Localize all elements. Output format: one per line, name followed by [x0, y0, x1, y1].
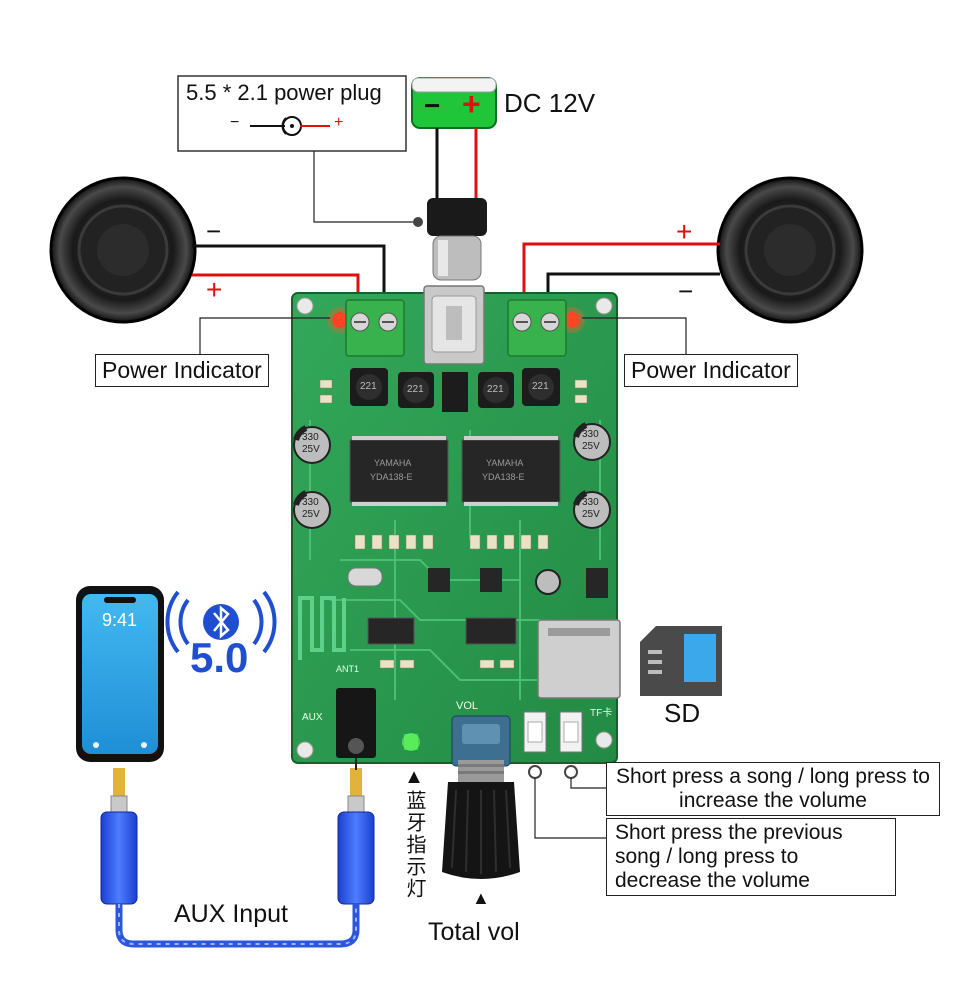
plug-leader-line [313, 151, 418, 223]
battery-minus: − [424, 90, 441, 121]
right-speaker-minus: − [678, 276, 694, 306]
inductor-1-label: 221 [360, 381, 377, 392]
bluetooth-version: 5.0 [190, 634, 249, 681]
dc-battery [411, 77, 497, 129]
left-speaker [49, 176, 197, 324]
chip-right-model: YDA138-E [482, 472, 525, 482]
prev-button-description: Short press the previous song / long pre… [606, 818, 896, 896]
next-button-dot [564, 765, 578, 779]
inductor-2-label: 221 [407, 384, 424, 395]
right-power-led [564, 312, 580, 328]
amplifier-board [291, 292, 621, 764]
plug-leader-dot [413, 217, 423, 227]
right-indicator-leader [582, 317, 687, 354]
smartphone [76, 586, 164, 762]
inductor-4-label: 221 [532, 381, 549, 392]
left-speaker-minus: − [206, 216, 222, 246]
total-vol-arrow: ▲ [472, 888, 490, 908]
chip-right-brand: YAMAHA [486, 458, 524, 468]
right-speaker [716, 176, 864, 324]
cap-left-top-value: 330 [302, 432, 319, 443]
antenna-label: ANT1 [336, 664, 360, 674]
cap-left-bottom-volt: 25V [302, 509, 320, 520]
next-button-description: Short press a song / long press to incre… [606, 762, 940, 816]
tf-silkscreen: TF卡 [590, 708, 613, 719]
cap-right-top-volt: 25V [582, 441, 600, 452]
next-button-leader [570, 778, 606, 789]
right-speaker-terminal [507, 299, 567, 357]
aux-silkscreen: AUX [302, 712, 323, 723]
bluetooth-icon [165, 590, 277, 654]
sd-label: SD [664, 698, 701, 728]
cap-right-bottom-volt: 25V [582, 509, 600, 520]
aux-cable [100, 768, 375, 948]
cap-left-bottom-value: 330 [302, 497, 319, 508]
bluetooth-indicator-label: ▲蓝牙指示灯 [403, 766, 425, 900]
left-speaker-plus: + [206, 274, 223, 305]
dc-voltage-label: DC 12V [504, 88, 596, 118]
right-power-indicator-label: Power Indicator [624, 354, 798, 387]
volume-knob [442, 715, 520, 879]
cap-right-top-value: 330 [582, 429, 599, 440]
prev-button-leader [534, 778, 606, 839]
prev-button-dot [528, 765, 542, 779]
cap-left-top-volt: 25V [302, 444, 320, 455]
vol-silkscreen: VOL [456, 700, 479, 712]
board-dc-jack [423, 285, 485, 365]
phone-clock: 9:41 [102, 610, 138, 630]
total-vol-label: Total vol [428, 918, 520, 946]
power-plug-minus: − [230, 114, 240, 131]
dc-barrel-connector [427, 198, 487, 281]
cap-right-bottom-value: 330 [582, 497, 599, 508]
left-indicator-leader [199, 317, 330, 354]
inductor-3-label: 221 [487, 384, 504, 395]
aux-input-label: AUX Input [174, 900, 288, 928]
left-speaker-terminal [345, 299, 405, 357]
chip-left-model: YDA138-E [370, 472, 413, 482]
power-plug-box [177, 75, 407, 152]
battery-plus: + [462, 86, 481, 122]
right-speaker-plus: + [676, 216, 693, 247]
chip-left-brand: YAMAHA [374, 458, 412, 468]
left-power-indicator-label: Power Indicator [95, 354, 269, 387]
power-plug-plus: + [334, 114, 344, 131]
power-plug-title: 5.5 * 2.1 power plug [186, 80, 382, 105]
sd-card-icon [640, 626, 722, 696]
left-power-led [332, 312, 348, 328]
